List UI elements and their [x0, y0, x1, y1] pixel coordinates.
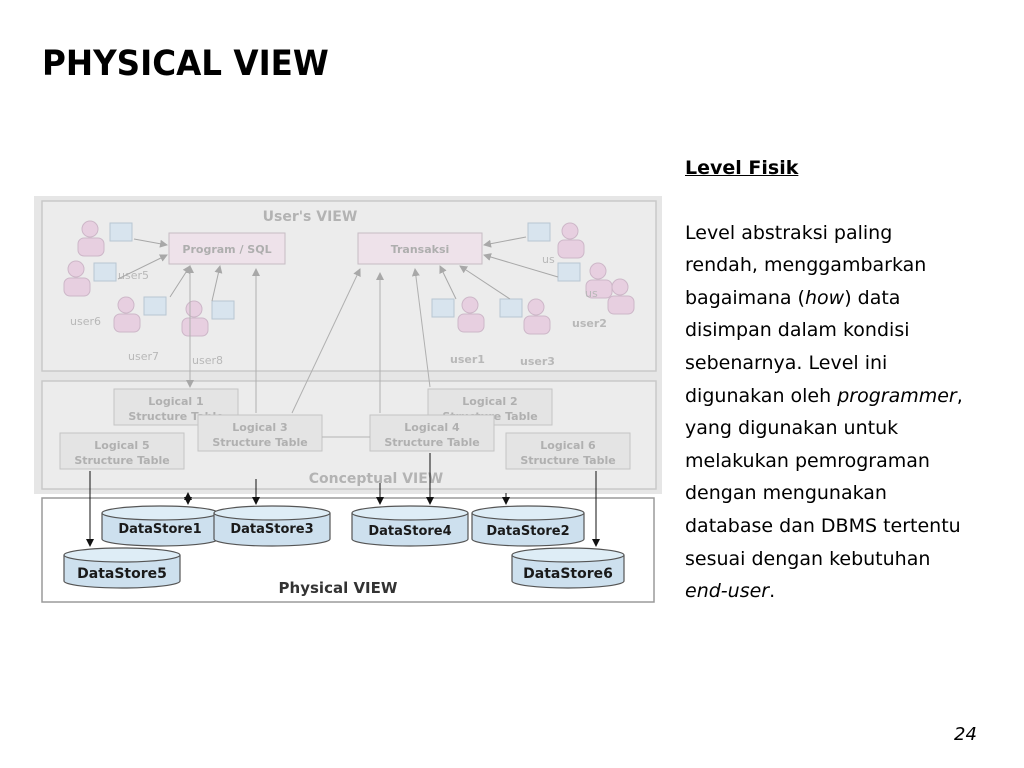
user-figure-icon	[527, 222, 585, 259]
svg-text:Logical 6: Logical 6	[540, 439, 596, 452]
physical-view-diagram: User's VIEW Program / SQL Transaksi user…	[30, 193, 665, 609]
emphasis-programmer: programmer	[837, 384, 957, 407]
body-line: database dan DBMS tertentu	[685, 514, 961, 537]
body-line: dengan mengunakan	[685, 482, 887, 505]
user3-label: user3	[520, 355, 555, 368]
left-users-group	[63, 220, 235, 337]
user-partial-label-b: us	[585, 287, 598, 300]
svg-text:Logical 1: Logical 1	[148, 395, 203, 408]
slide-title: PHYSICAL VIEW	[42, 44, 329, 84]
svg-text:Structure Table: Structure Table	[74, 454, 169, 467]
datastore-3: DataStore3	[213, 505, 331, 547]
conceptual-view-label: Conceptual VIEW	[309, 471, 444, 487]
conceptual-arrows	[186, 265, 431, 414]
svg-text:DataStore5: DataStore5	[77, 566, 167, 582]
user1-label: user1	[450, 353, 485, 366]
svg-text:Logical 3: Logical 3	[232, 421, 287, 434]
program-sql-box	[168, 232, 286, 265]
emphasis-how: how	[804, 286, 845, 309]
logical-table-3: Logical 3 Structure Table	[197, 414, 323, 452]
svg-text:Logical 2: Logical 2	[462, 395, 517, 408]
body-line: melakukan pemrograman	[685, 449, 930, 472]
body-line: sebenarnya. Level ini	[685, 351, 888, 374]
user7-label: user7	[128, 350, 159, 363]
body-line: digunakan oleh programmer,	[685, 384, 963, 407]
physical-view-label: Physical VIEW	[279, 579, 398, 597]
architecture-diagram: User's VIEW Program / SQL Transaksi user…	[34, 196, 665, 603]
body-line: rendah, menggambarkan	[685, 254, 927, 277]
users-view-label: User's VIEW	[263, 209, 358, 225]
datastore-4: DataStore4	[351, 505, 469, 547]
user-figure-icon	[557, 262, 613, 299]
svg-text:DataStore3: DataStore3	[230, 522, 313, 537]
user5-label: user5	[118, 269, 149, 282]
transaksi-box	[357, 232, 483, 265]
user8-label: user8	[192, 354, 223, 367]
user-figure-icon	[113, 296, 167, 333]
user-figure-icon	[431, 296, 485, 333]
right-users-group	[431, 222, 635, 335]
user-figure-icon	[607, 278, 635, 315]
user-figure-icon	[499, 298, 551, 335]
user-partial-label-a: us	[542, 253, 555, 266]
page-number: 24	[954, 724, 977, 745]
svg-text:DataStore6: DataStore6	[523, 566, 613, 582]
logical-table-5: Logical 5 Structure Table	[59, 432, 185, 470]
svg-text:Structure Table: Structure Table	[212, 436, 307, 449]
svg-text:DataStore2: DataStore2	[486, 524, 569, 539]
datastore-6: DataStore6	[511, 547, 625, 589]
svg-text:Logical 4: Logical 4	[404, 421, 460, 434]
transaksi-label: Transaksi	[391, 243, 450, 256]
user-figure-icon	[63, 260, 117, 297]
body-line: bagaimana (how) data	[685, 286, 901, 309]
user-figure-icon	[77, 220, 133, 257]
logical-table-6: Logical 6 Structure Table	[505, 432, 631, 470]
section-heading: Level Fisik	[685, 157, 799, 179]
user-arrows	[117, 236, 559, 302]
physical-arrows	[86, 453, 600, 547]
body-line: sesuai dengan kebutuhan	[685, 547, 931, 570]
svg-text:DataStore1: DataStore1	[118, 522, 201, 537]
body-line: Level abstraksi paling	[685, 221, 893, 244]
logical-table-4: Logical 4 Structure Table	[369, 414, 495, 452]
svg-text:Structure Table: Structure Table	[520, 454, 615, 467]
user6-label: user6	[70, 315, 101, 328]
datastore-1: DataStore1	[101, 505, 219, 547]
svg-text:Structure Table: Structure Table	[384, 436, 479, 449]
program-sql-label: Program / SQL	[182, 243, 271, 256]
svg-text:Logical 5: Logical 5	[94, 439, 149, 452]
datastore-5: DataStore5	[63, 547, 181, 589]
emphasis-end-user: end-user	[685, 580, 770, 603]
body-line: yang digunakan untuk	[685, 417, 899, 440]
svg-text:DataStore4: DataStore4	[368, 524, 451, 539]
body-line: end-user.	[685, 580, 776, 603]
text-panel: Level Fisik Level abstraksi paling renda…	[685, 152, 1005, 608]
user2-label: user2	[572, 317, 607, 330]
datastore-2: DataStore2	[471, 505, 585, 547]
users-view-panel	[41, 200, 657, 372]
body-line: disimpan dalam kondisi	[685, 319, 910, 342]
